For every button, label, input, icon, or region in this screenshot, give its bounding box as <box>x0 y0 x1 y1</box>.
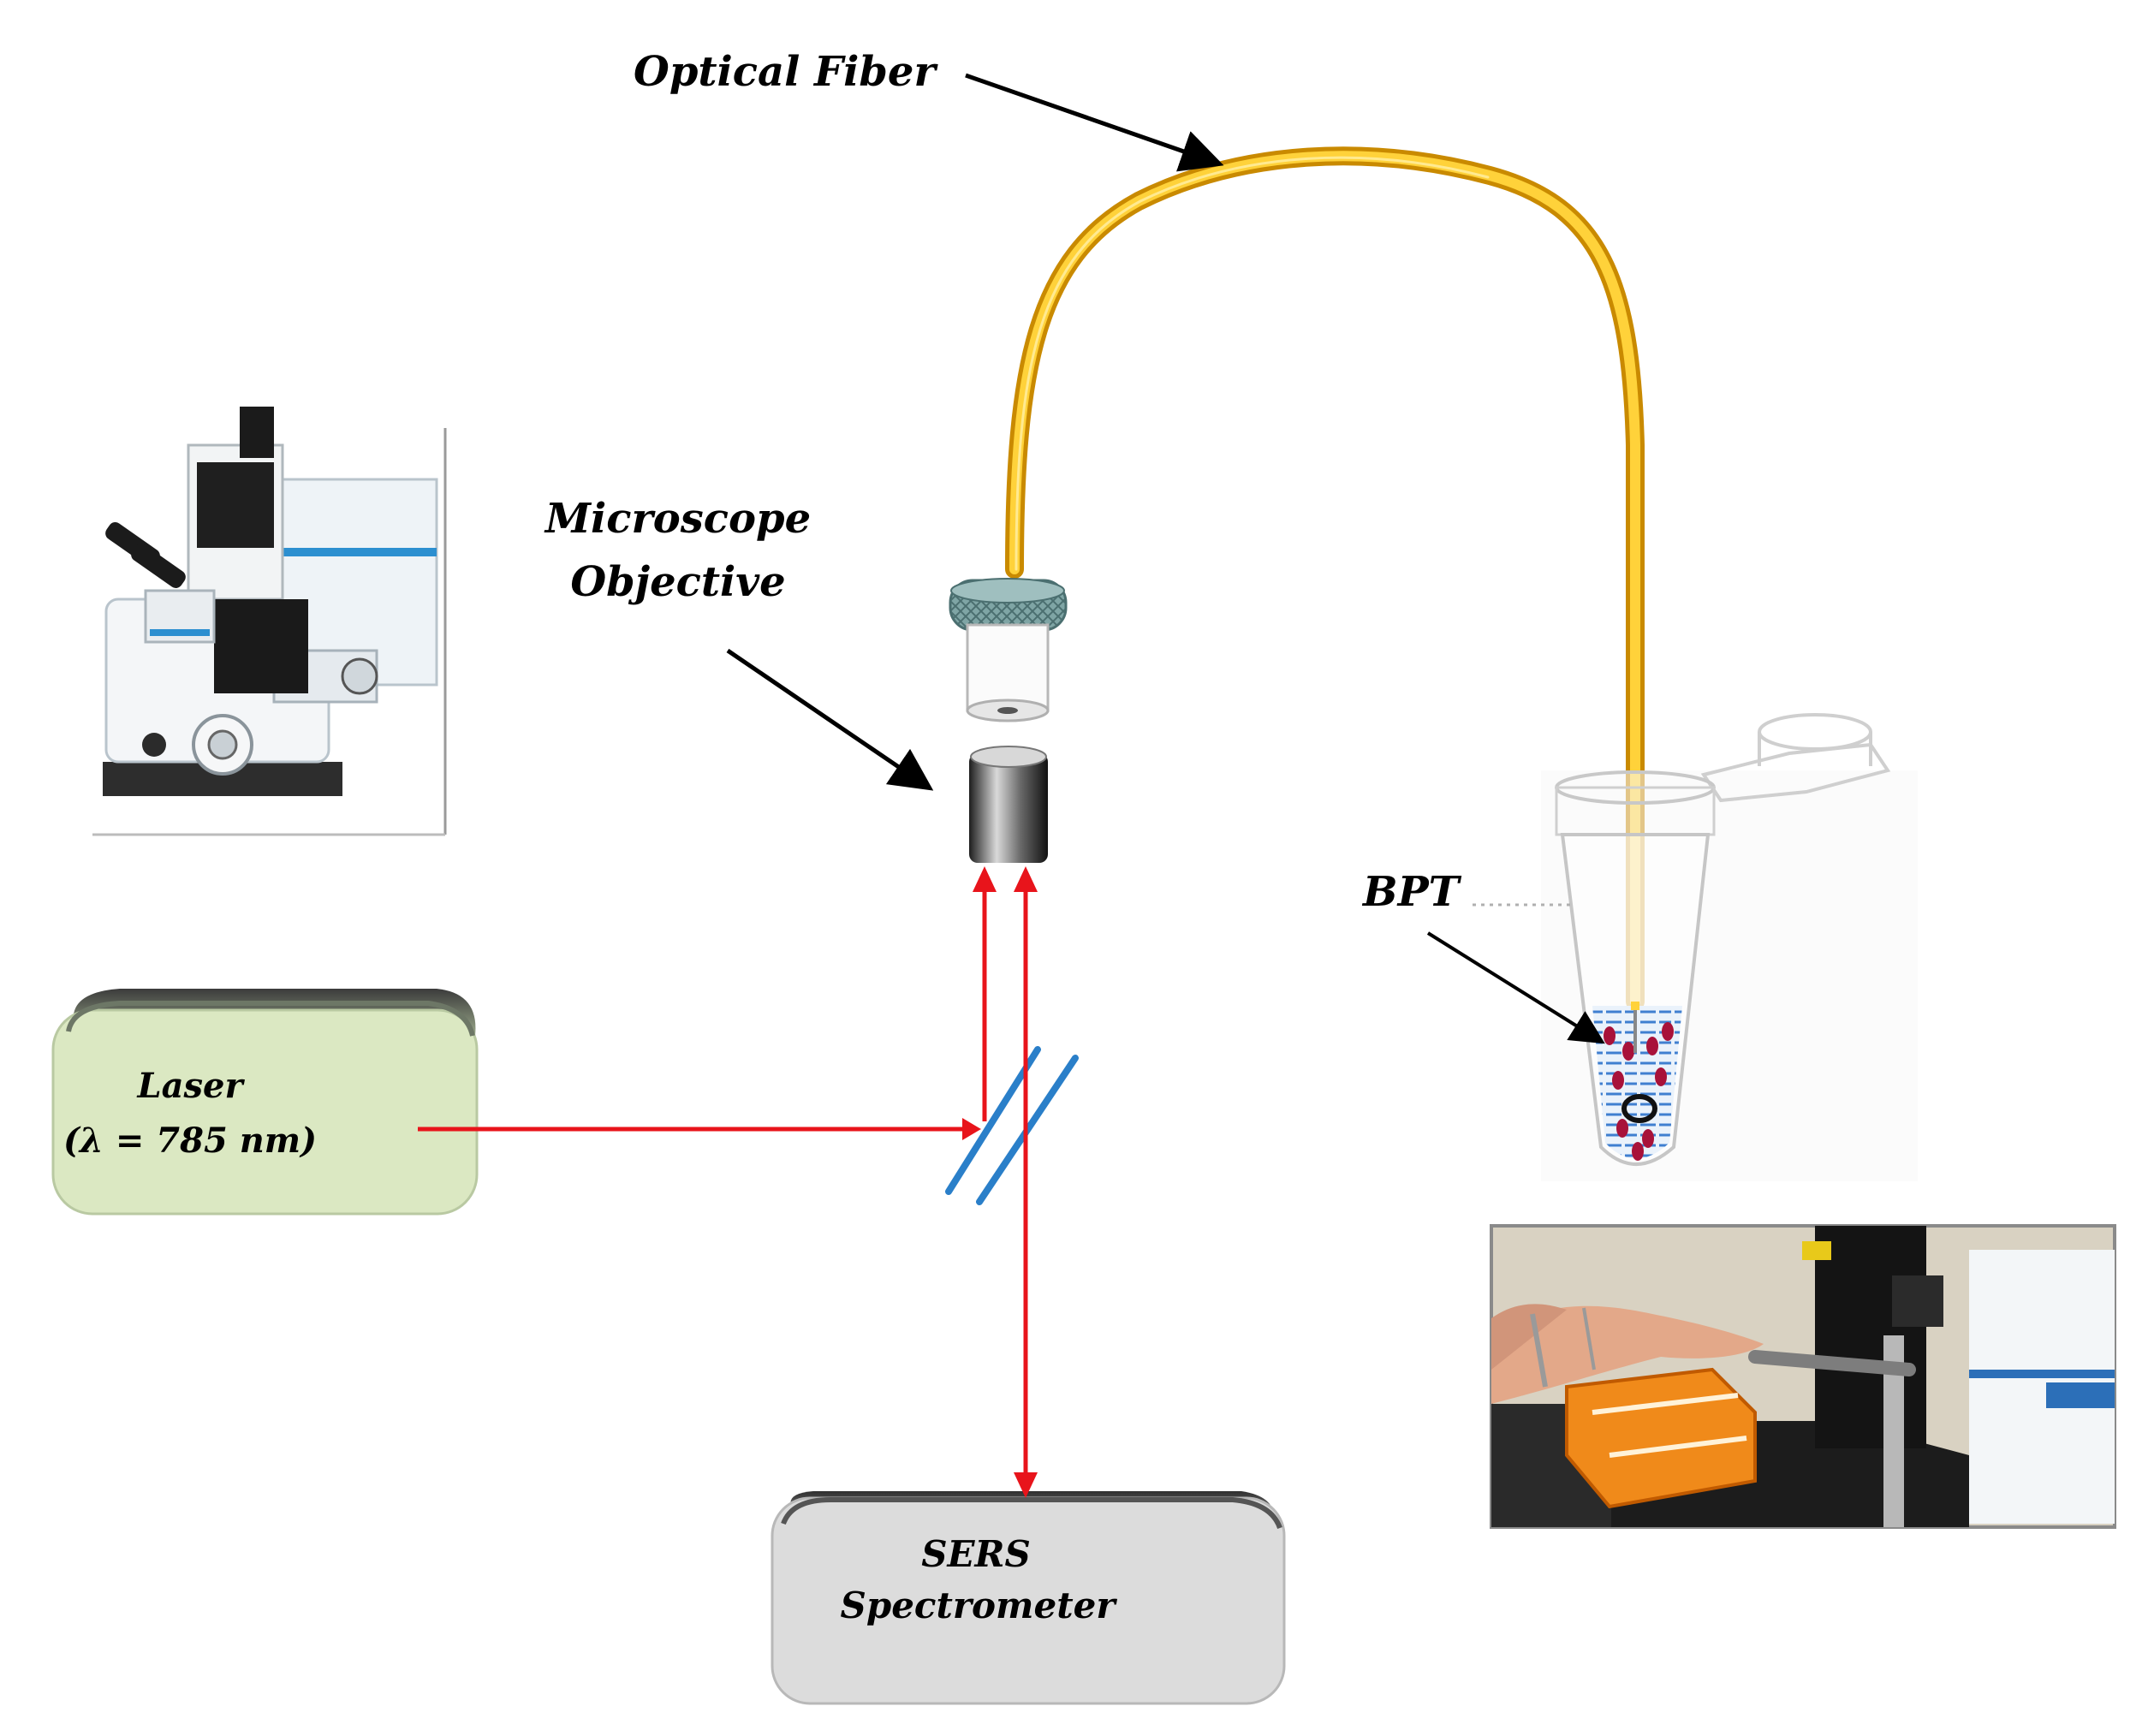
microscope-objective-label-line1: Microscope <box>544 495 811 543</box>
laser-label-line1: Laser <box>136 1066 245 1106</box>
bpt-pointer-arrow <box>1426 931 1605 1044</box>
laser-label-line2: (λ = 785 nm) <box>63 1121 317 1161</box>
sers-label-line1: SERS <box>921 1533 1031 1575</box>
fiber-tip-marker <box>1621 1094 1657 1123</box>
microscope-photo <box>87 402 447 847</box>
fiber-coupler <box>949 578 1068 722</box>
bpt-label: BPT <box>1361 868 1462 916</box>
laser-box: Laser (λ = 785 nm) <box>51 989 479 1216</box>
microscope-objective-label-line2: Objective <box>570 558 785 606</box>
optical-fiber-label: Optical Fiber <box>634 48 938 96</box>
microscope-objective <box>969 746 1048 863</box>
objective-pointer-arrow <box>726 648 934 791</box>
lab-setup-photo <box>1490 1224 2116 1529</box>
sers-label-line2: Spectrometer <box>841 1584 1118 1626</box>
bpt-molecules <box>1604 1022 1674 1161</box>
tube-liquid <box>1592 1006 1682 1159</box>
eppendorf-tube <box>1541 713 1918 1181</box>
optical-fiber-pointer-arrow <box>965 73 1224 172</box>
laser-beam-paths <box>418 866 1038 1498</box>
sers-spectrometer-box: SERS Spectrometer <box>771 1491 1286 1705</box>
